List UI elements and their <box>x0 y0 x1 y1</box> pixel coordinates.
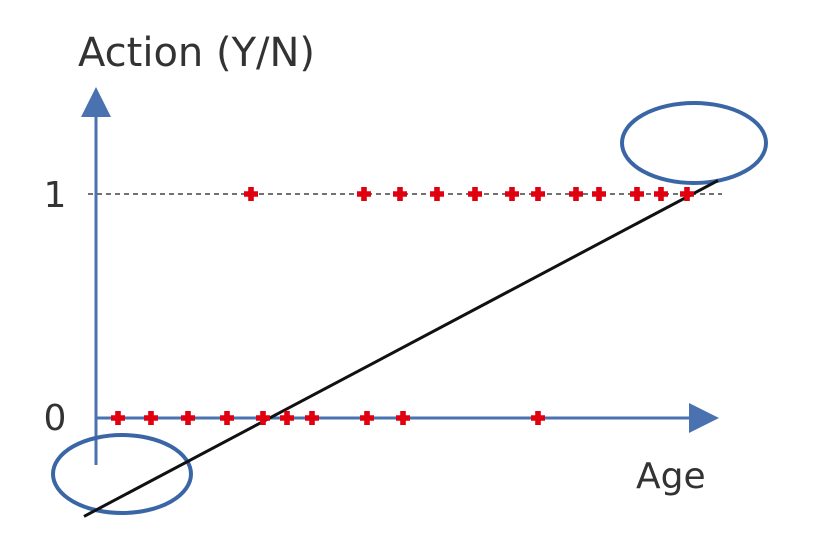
x-axis-label: Age <box>636 456 706 497</box>
data-point-marker <box>256 411 270 425</box>
highlight-ellipse-lower-left <box>51 433 193 515</box>
data-point-marker <box>220 411 234 425</box>
data-point-marker <box>280 411 294 425</box>
data-point-marker <box>569 187 583 201</box>
highlight-ellipse-upper-right <box>620 101 768 185</box>
data-point-marker <box>531 411 545 425</box>
data-point-marker <box>357 187 371 201</box>
data-point-marker <box>360 411 374 425</box>
y-axis-label: Action (Y/N) <box>78 30 315 76</box>
data-point-marker <box>393 187 407 201</box>
data-point-marker <box>531 187 545 201</box>
data-point-marker <box>144 411 158 425</box>
y-tick-label-0: 0 <box>44 398 67 439</box>
fit-line <box>83 179 719 518</box>
data-point-marker <box>430 187 444 201</box>
data-point-marker <box>111 411 125 425</box>
data-point-marker <box>181 411 195 425</box>
data-point-marker <box>505 187 519 201</box>
data-point-marker <box>680 187 694 201</box>
y-tick-label-1: 1 <box>44 175 67 216</box>
data-point-marker <box>592 187 606 201</box>
data-point-marker <box>630 187 644 201</box>
data-point-marker <box>244 187 258 201</box>
data-point-marker <box>305 411 319 425</box>
data-point-marker <box>654 187 668 201</box>
data-points <box>111 187 694 425</box>
data-point-marker <box>468 187 482 201</box>
data-point-marker <box>396 411 410 425</box>
